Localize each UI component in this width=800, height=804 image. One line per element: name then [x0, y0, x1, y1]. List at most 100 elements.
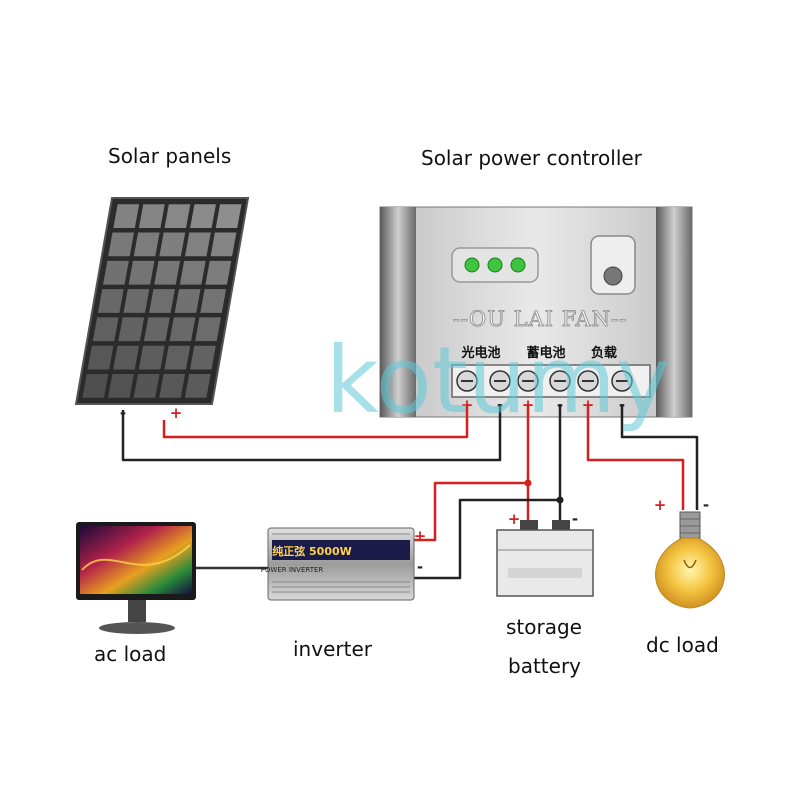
solar-cell	[164, 345, 191, 370]
polarity-plus: +	[654, 496, 667, 514]
solar-cell	[87, 345, 114, 370]
solar-cell	[97, 289, 124, 313]
terminal-label-pv: 光电池	[460, 345, 500, 361]
solar-cell	[200, 289, 227, 313]
solar-controller: --OU LAI FAN-- 光电池 蓄电池 负载	[379, 206, 693, 418]
terminal-label-load: 负载	[591, 345, 617, 361]
terminal-screws	[456, 370, 633, 392]
caption-storage: storage	[506, 615, 582, 639]
battery-label	[508, 568, 582, 578]
wire-inverter-positive	[414, 481, 528, 542]
controller-left-rail	[380, 207, 416, 417]
wire-pv-positive	[162, 404, 469, 439]
solar-cell	[184, 373, 211, 398]
solar-cell	[128, 260, 155, 285]
inverter-label-strip	[272, 540, 410, 560]
monitor-stand	[99, 622, 175, 634]
wire-pv-negative	[121, 404, 502, 462]
monitor-screen-swirl	[81, 544, 191, 571]
controller-brand: --OU LAI FAN--	[453, 307, 627, 331]
terminal-label-battery: 蓄电池	[526, 345, 565, 361]
solar-cell	[195, 317, 221, 342]
wiring	[121, 404, 699, 580]
solar-cell	[154, 260, 181, 285]
storage-battery	[496, 520, 594, 597]
controller-button-housing	[590, 235, 636, 295]
inverter-device: 纯正弦 5000W POWER INVERTER	[261, 527, 415, 601]
solar-cell	[149, 289, 175, 313]
led-indicator	[510, 257, 526, 273]
solar-cell	[113, 345, 140, 370]
solar-cell	[133, 232, 160, 257]
caption-controller: Solar power controller	[421, 146, 642, 170]
polarity-minus: -	[703, 496, 709, 514]
wire-junction	[556, 496, 564, 504]
polarity-marks: - + + - + - + - + - + - + -	[120, 396, 709, 576]
polarity-minus: -	[557, 396, 563, 414]
dc-load-bulb	[655, 511, 725, 609]
solar-cell	[184, 232, 211, 257]
polarity-plus: +	[508, 510, 521, 528]
led-indicator	[487, 257, 503, 273]
polarity-plus: +	[170, 404, 183, 422]
controller-right-rail	[656, 207, 692, 417]
inverter-subtitle: POWER INVERTER	[261, 566, 324, 574]
inverter-body	[267, 527, 415, 601]
inverter-model: 纯正弦 5000W	[272, 544, 352, 558]
polarity-plus: +	[522, 396, 535, 414]
polarity-minus: -	[120, 404, 126, 422]
solar-cell	[108, 232, 134, 257]
polarity-minus: -	[417, 558, 423, 576]
wire-load-positive	[586, 404, 685, 510]
controller-button	[603, 266, 623, 286]
solar-cell	[123, 289, 150, 313]
watermark: kotumy	[326, 327, 671, 434]
wire-junction	[524, 479, 532, 487]
wire-inverter-negative	[414, 498, 560, 580]
solar-cell	[138, 204, 165, 229]
solar-cell	[205, 260, 232, 285]
solar-cell	[133, 373, 160, 398]
caption-inverter: inverter	[293, 637, 372, 661]
solar-cell	[169, 317, 196, 342]
solar-cell	[108, 373, 134, 398]
caption-battery: battery	[508, 654, 581, 678]
inverter-fins	[272, 533, 410, 593]
polarity-minus: -	[497, 396, 503, 414]
solar-panel	[74, 197, 250, 405]
solar-cell	[82, 373, 109, 398]
polarity-minus: -	[572, 510, 578, 528]
solar-cell	[164, 204, 191, 229]
solar-cell	[92, 317, 119, 342]
ac-load-monitor	[76, 522, 196, 634]
caption-dc-load: dc load	[646, 633, 719, 657]
solar-panel-cells	[82, 204, 242, 398]
caption-ac-load: ac load	[94, 642, 167, 666]
monitor-neck	[128, 600, 146, 622]
bulb-filament	[683, 559, 697, 569]
solar-cell	[190, 345, 216, 370]
bulb-thread	[680, 518, 700, 534]
polarity-plus: +	[582, 396, 595, 414]
battery-terminal-negative	[552, 520, 570, 530]
solar-cell	[113, 204, 140, 229]
solar-cell	[138, 345, 165, 370]
wire-load-negative	[620, 404, 699, 510]
solar-cell	[118, 317, 145, 342]
solar-cell	[210, 232, 237, 257]
polarity-plus: +	[414, 527, 427, 545]
solar-cell	[143, 317, 170, 342]
bulb-socket	[679, 511, 701, 539]
battery-body	[496, 529, 594, 597]
caption-solar-panels: Solar panels	[108, 144, 232, 168]
battery-terminal-positive	[520, 520, 538, 530]
solar-cell	[179, 260, 206, 285]
polarity-plus: +	[461, 396, 474, 414]
solar-cell	[190, 204, 216, 229]
solar-cell	[159, 373, 186, 398]
solar-cell	[159, 232, 186, 257]
polarity-minus: -	[619, 396, 625, 414]
solar-cell	[215, 204, 242, 229]
